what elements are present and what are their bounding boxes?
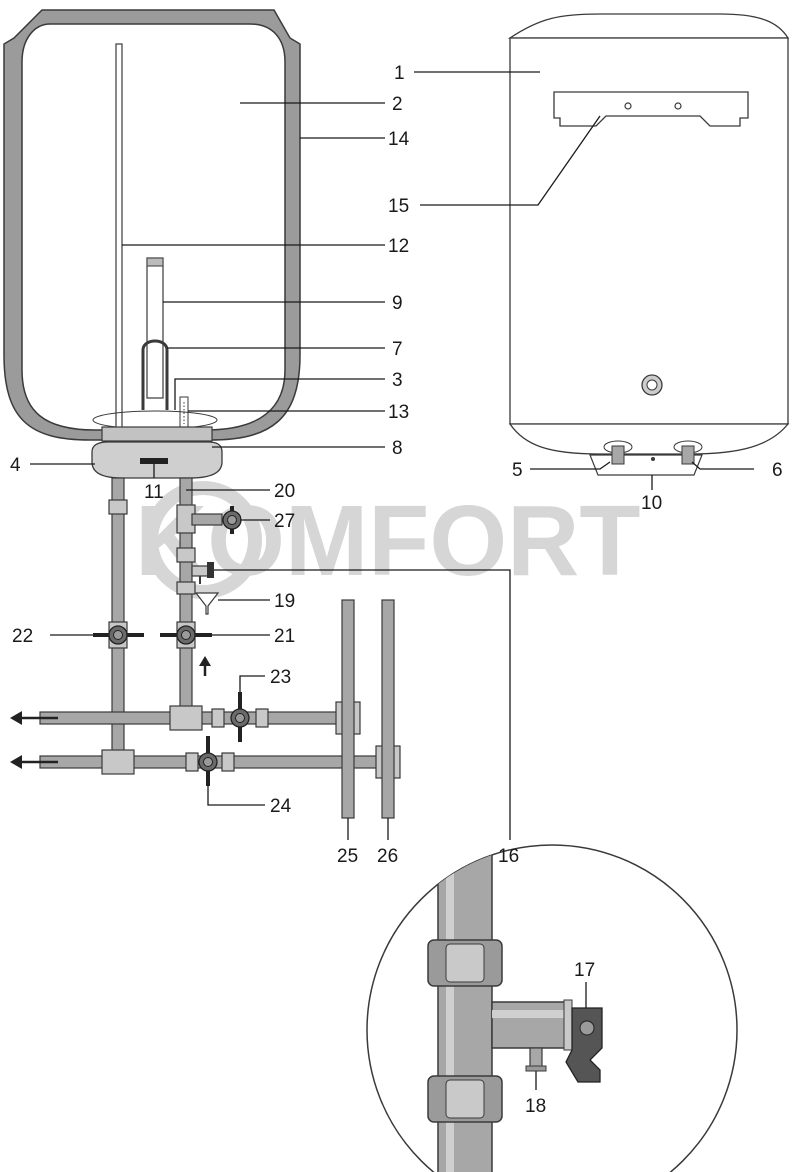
callout-labels: 1 2 14 15 12 9 7 3 13 8 4 11 20 27 19 22… <box>10 63 783 1117</box>
arrow-icon <box>199 656 211 676</box>
valve-icon <box>198 736 218 786</box>
detail-tee-branch <box>491 1001 566 1049</box>
label-19: 19 <box>274 591 295 612</box>
label-25: 25 <box>337 846 358 867</box>
rod-cap <box>146 257 164 267</box>
watermark-logo-ring <box>144 481 262 599</box>
coupling-23-left <box>211 708 225 728</box>
label-7: 7 <box>392 339 403 360</box>
label-5: 5 <box>512 460 523 481</box>
coupling-23-right <box>255 708 269 728</box>
valve-icon <box>222 506 242 534</box>
label-13: 13 <box>388 402 409 423</box>
thermostat-knob-icon <box>641 374 663 396</box>
label-10: 10 <box>641 493 662 514</box>
tank-cross-section <box>3 9 301 479</box>
arrow-icon <box>10 711 58 725</box>
label-23: 23 <box>270 667 291 688</box>
flange <box>101 426 213 442</box>
label-12: 12 <box>388 236 409 257</box>
tank-top-dome <box>507 13 790 39</box>
supply-pipe-25 <box>341 599 355 819</box>
coupling-lower <box>176 581 196 595</box>
hot-outlet-coupling <box>108 499 128 515</box>
detail-valve-lever <box>565 1007 603 1083</box>
mounting-bracket <box>553 91 749 127</box>
label-6: 6 <box>772 460 783 481</box>
label-14: 14 <box>388 129 410 150</box>
label-8: 8 <box>392 438 403 459</box>
label-16: 16 <box>498 846 519 867</box>
label-17: 17 <box>574 960 595 981</box>
funnel-icon <box>194 592 220 615</box>
label-1: 1 <box>394 63 405 84</box>
label-21: 21 <box>274 626 295 647</box>
label-18: 18 <box>525 1096 546 1117</box>
label-3: 3 <box>392 370 403 391</box>
coupling-upper <box>176 547 196 563</box>
label-20: 20 <box>274 481 295 502</box>
label-9: 9 <box>392 293 403 314</box>
safety-valve-lever <box>207 562 214 578</box>
label-2: 2 <box>392 94 403 115</box>
tank-bottom-dome <box>508 423 790 455</box>
tee-branch-27 <box>191 513 223 526</box>
label-15: 15 <box>388 196 409 217</box>
tee-21-junction <box>169 705 203 731</box>
tee-22-junction <box>101 749 135 775</box>
indicator-window <box>140 458 168 464</box>
heating-element-loop <box>141 339 169 410</box>
leader-lines <box>30 71 754 1090</box>
safety-valve-body <box>191 565 209 577</box>
supply-pipe-26 <box>381 599 395 819</box>
valve-icon <box>93 621 144 649</box>
valve-icon <box>160 621 212 649</box>
piping-system <box>10 477 401 819</box>
safety-valve-detail <box>366 844 738 1172</box>
inlet-tube <box>115 43 123 433</box>
label-26: 26 <box>377 846 398 867</box>
label-22: 22 <box>12 626 33 647</box>
coupling-24-right <box>221 752 235 772</box>
label-11: 11 <box>144 482 164 503</box>
valve-icon <box>230 692 250 742</box>
label-24: 24 <box>270 796 292 817</box>
cold-inlet-nozzle <box>611 445 625 465</box>
heating-element-rod <box>146 257 164 399</box>
label-27: 27 <box>274 511 295 532</box>
tank-exterior-view <box>507 13 790 476</box>
hot-outlet-nozzle <box>681 445 695 465</box>
coupling-24-left <box>185 752 199 772</box>
label-4: 4 <box>10 455 21 476</box>
watermark: KOMFORT <box>135 485 640 597</box>
arrow-icon <box>10 755 58 769</box>
